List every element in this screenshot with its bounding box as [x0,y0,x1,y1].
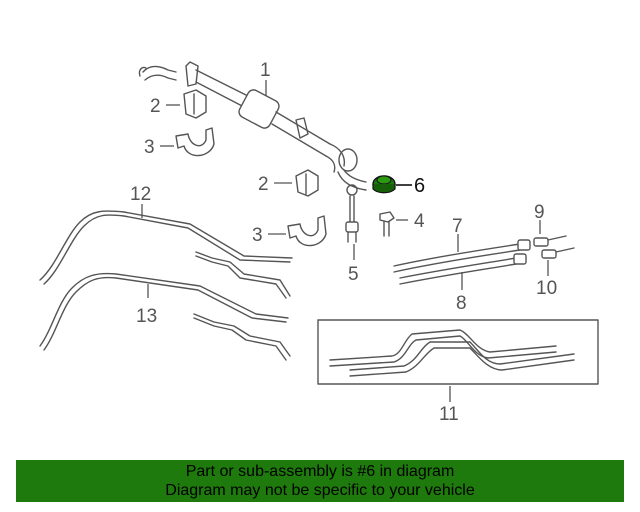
callout-2-upper: 2 [150,96,161,117]
bracket-part-upper[interactable] [175,127,215,157]
info-banner: Part or sub-assembly is #6 in diagram Di… [16,460,624,502]
bolt-part[interactable] [379,211,395,237]
callout-13: 13 [136,306,157,327]
callout-6-highlighted: 6 [414,175,425,197]
callout-10: 10 [536,278,557,299]
callout-5: 5 [348,264,359,285]
callout-4: 4 [414,211,425,232]
callout-1: 1 [260,60,271,81]
hose-line-part-12[interactable] [39,210,293,299]
hose-assembly-part-11[interactable] [317,319,599,385]
callout-labels: 1 2 3 2 3 4 5 6 7 8 9 10 11 12 13 [130,60,557,425]
callout-11: 11 [439,404,459,425]
fitting-part-9[interactable] [533,235,567,247]
leader-lines [141,80,549,402]
parts-diagram: 1 2 3 2 3 4 5 6 7 8 9 10 11 12 13 [39,60,599,425]
stabilizer-link-part[interactable] [345,184,359,243]
bushing-part-lower[interactable] [295,169,319,197]
callout-7: 7 [452,216,463,237]
bracket-part-lower[interactable] [287,215,327,247]
bushing-part-upper[interactable] [183,89,207,119]
callout-2-lower: 2 [258,174,269,195]
callout-8: 8 [456,293,467,314]
stabilizer-bar-part[interactable] [138,61,367,191]
nut-part-highlighted[interactable] [372,175,396,194]
hose-line-part-13[interactable] [39,272,291,361]
callout-9: 9 [534,202,545,223]
callout-12: 12 [130,184,151,205]
fitting-part-10[interactable] [541,247,575,259]
banner-line-1: Part or sub-assembly is #6 in diagram [185,463,455,480]
callout-3-lower: 3 [252,225,263,246]
hose-part-7[interactable] [393,239,531,273]
callout-3-upper: 3 [144,137,155,158]
banner-line-2: Diagram may not be specific to your vehi… [165,482,475,499]
hose-part-8[interactable] [399,253,527,285]
